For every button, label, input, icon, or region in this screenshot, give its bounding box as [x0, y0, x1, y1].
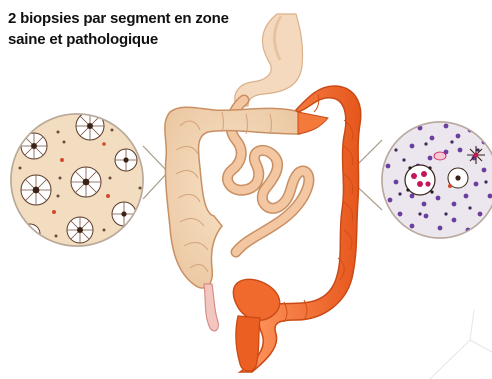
inflamed-crypt-tissue-icon [378, 118, 492, 242]
corner-decoration [430, 310, 492, 379]
sigmoid-bulge [233, 279, 279, 320]
healthy-crypt-tissue-icon [0, 100, 160, 260]
rectum [236, 316, 260, 371]
appendix [204, 284, 218, 331]
leader-line-left [143, 146, 168, 199]
stomach [235, 14, 303, 106]
